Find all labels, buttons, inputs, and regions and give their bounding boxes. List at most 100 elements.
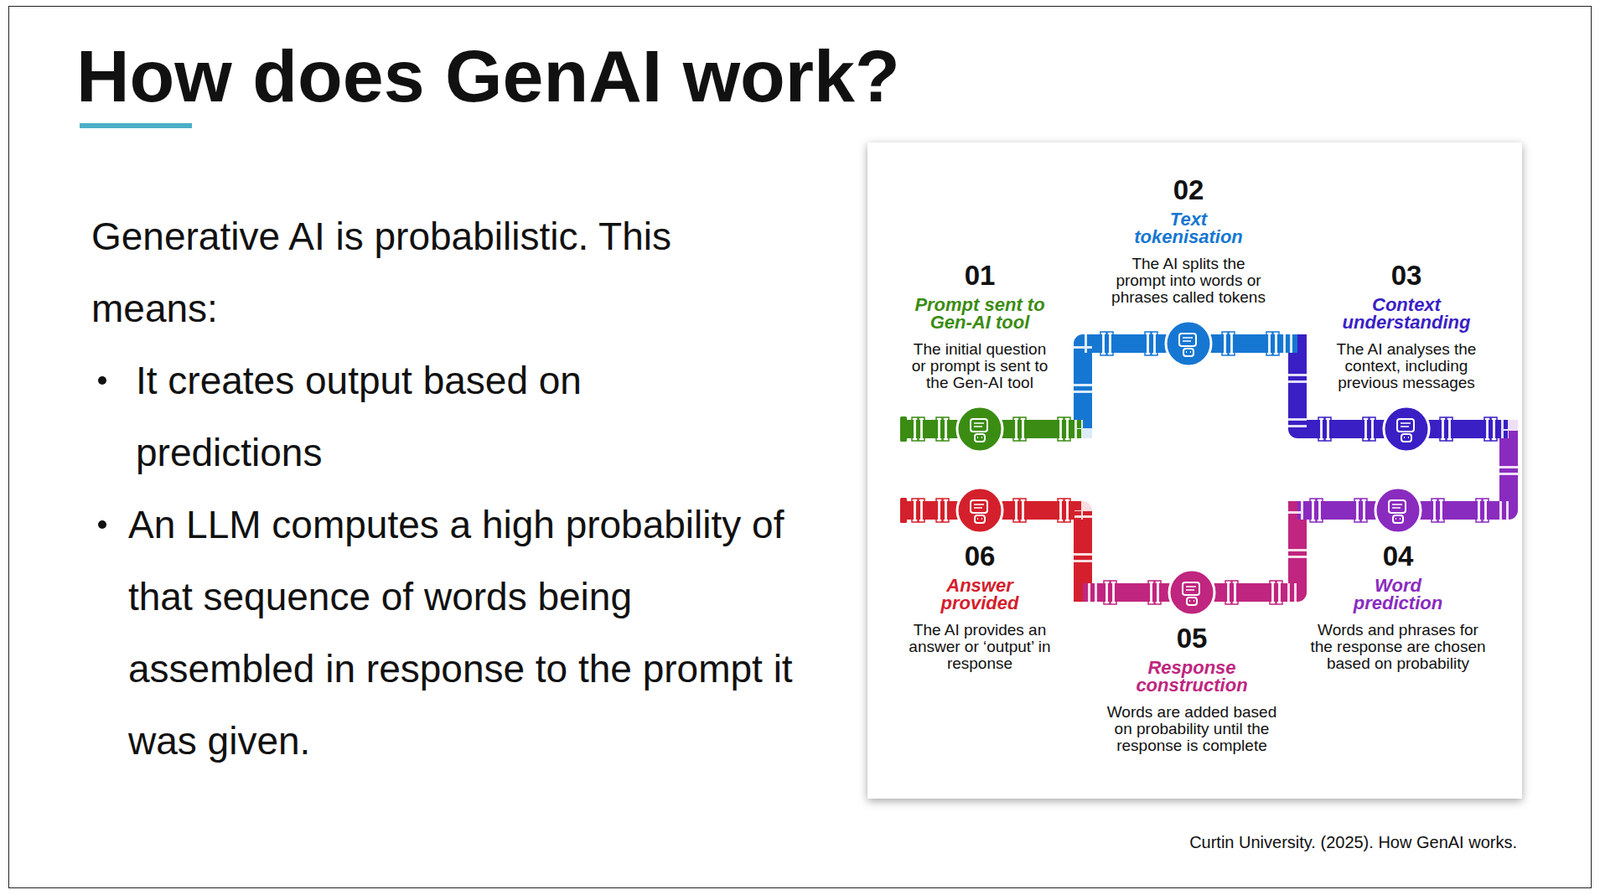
pipe-joint (1303, 486, 1493, 535)
pipe-band (1492, 418, 1496, 441)
pipe-band (1014, 418, 1018, 441)
pipe-band (1021, 418, 1025, 441)
step-heading: Response construction (1123, 658, 1261, 694)
pipe-flange (911, 498, 918, 523)
bullet-dot (98, 376, 107, 385)
step-description: The AI provides an answer or ‘output’ in… (907, 621, 1053, 673)
step-description: Words and phrases for the response are c… (1305, 621, 1491, 673)
pipe-flange (1013, 417, 1020, 441)
pipe-track (1283, 343, 1312, 430)
pipe-flange (1100, 331, 1107, 356)
pipe-band (1278, 581, 1281, 604)
pipe-band (1014, 499, 1018, 522)
pipe-segment (1074, 510, 1083, 593)
bullet-dot (98, 520, 107, 529)
step-icon (957, 406, 1003, 452)
step-icon (1165, 321, 1212, 367)
pipe-flange (1266, 331, 1273, 356)
process-step: 01Prompt sent to Gen-AI toolThe initial … (885, 260, 1075, 454)
pipe-joint (885, 486, 1075, 535)
pipe-flange (1225, 580, 1232, 605)
pipe-band (1233, 581, 1237, 604)
pipe-flange (1310, 498, 1316, 523)
pipe-band (1439, 499, 1443, 522)
bullet-text: An LLM computes a high probability of th… (128, 488, 808, 777)
pipe-flange (1475, 498, 1482, 523)
pipe-flange (1318, 417, 1325, 441)
pipe-flange (1438, 498, 1445, 523)
pipe-band (1230, 332, 1233, 355)
title-underline (79, 123, 192, 129)
step-number: 06 (964, 541, 996, 572)
pipe-band (913, 499, 917, 522)
pipe-flange (1103, 580, 1110, 605)
pipe-band (913, 418, 917, 441)
pipe-flange (1354, 498, 1361, 523)
text-item: An LLM computes a high probability of th… (91, 488, 846, 777)
pipe-connector (1283, 343, 1312, 430)
pipe-flange (1369, 417, 1376, 441)
pipe-stub (885, 404, 1075, 454)
step-number: 01 (964, 260, 996, 291)
pipe-band (1021, 499, 1025, 522)
pipe-band (1223, 332, 1227, 355)
pipe-flange (942, 417, 949, 441)
pipe-band (1484, 499, 1487, 522)
pipe-band (1320, 418, 1323, 441)
pipe-flange (1325, 417, 1331, 441)
process-step: 04Word predictionWords and phrases for t… (1303, 486, 1493, 673)
step-description: The initial question or prompt is sent t… (906, 341, 1054, 392)
pipe-flange (918, 417, 925, 441)
step-number: 05 (1176, 623, 1208, 654)
step-heading: Word prediction (1330, 576, 1467, 612)
pipe-band (920, 499, 923, 522)
pipe-band (937, 499, 941, 522)
text-item: It creates output based on predictions (91, 344, 846, 489)
pipe-flange (1057, 417, 1064, 441)
pipe-flange (1151, 331, 1158, 356)
pipe-band (1371, 418, 1374, 441)
pipe-flange (1020, 417, 1026, 441)
pipe-flange (1316, 498, 1323, 523)
source-caption: Curtin University. (2025). How GenAI wor… (1189, 832, 1518, 853)
pipe-band (1059, 499, 1062, 522)
pipe-stub (1303, 486, 1493, 535)
pipe-band (1271, 581, 1274, 604)
step-icon (1375, 487, 1421, 534)
step-description: Words are added based on probability unt… (1099, 704, 1285, 755)
pipe-bands (1286, 510, 1304, 593)
pipe-band (1448, 418, 1451, 441)
pipe-flange (1064, 417, 1071, 441)
pipe-flange (1154, 580, 1161, 605)
pipe-band (944, 499, 948, 522)
pipe-segment (1297, 343, 1312, 430)
pipe-band (1149, 581, 1153, 604)
pipe-flange (1273, 331, 1279, 356)
pipe-flange (936, 498, 943, 523)
pipe-flange (1446, 417, 1453, 441)
pipe-flange (1064, 498, 1071, 523)
pipe-end-cap (900, 416, 907, 442)
pipe-band (1477, 499, 1481, 522)
pipe-flange (1276, 580, 1283, 605)
process-step: 02Text tokenisationThe AI splits the pro… (1093, 175, 1284, 368)
pipe-flange (1269, 580, 1276, 605)
pipe-flange (942, 498, 949, 523)
pipe-flange (1057, 498, 1064, 523)
pipe-band (1227, 581, 1230, 604)
pipe-band (1156, 581, 1160, 604)
pipe-flange (911, 417, 918, 441)
pipe-band (1364, 418, 1367, 441)
pipe-joint (1093, 319, 1284, 368)
pipe-flange (1431, 498, 1438, 523)
pipe-band (1146, 332, 1150, 355)
pipe-connector (1074, 510, 1098, 593)
text-item: Generative AI is probabilistic. This mea… (91, 200, 846, 345)
pipe-flange (1362, 417, 1369, 441)
pipe-bands (1283, 343, 1312, 430)
pipe-band (1362, 499, 1366, 522)
pipe-band (1441, 418, 1445, 441)
step-number: 02 (1173, 175, 1205, 206)
pipe-flange (1148, 580, 1155, 605)
pipe-band (1105, 581, 1109, 604)
